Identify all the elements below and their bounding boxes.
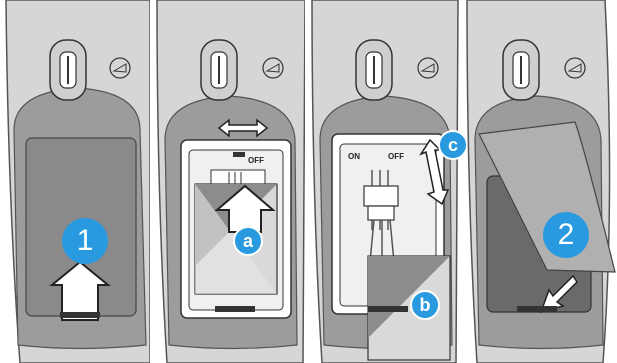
switch-off-label: OFF <box>248 156 264 165</box>
lock-icon <box>356 40 392 100</box>
panel-step-1: 1 <box>0 0 150 363</box>
callout-c-marker: c <box>438 130 468 160</box>
panel-steps-b-c: c b <box>310 0 460 363</box>
switch-on-label-2: ON <box>348 152 360 161</box>
panel-step-2: 2 <box>465 0 617 363</box>
panel-step-a: ON a <box>155 0 305 363</box>
lock-icon <box>201 40 237 100</box>
step-1-marker: 1 <box>62 218 108 264</box>
step-2-marker: 2 <box>543 212 589 258</box>
switch-off-label-2: OFF <box>388 152 404 161</box>
lock-icon <box>503 40 539 100</box>
lock-icon <box>50 40 86 100</box>
callout-b-marker: b <box>410 290 440 320</box>
callout-a-marker: a <box>233 226 263 256</box>
